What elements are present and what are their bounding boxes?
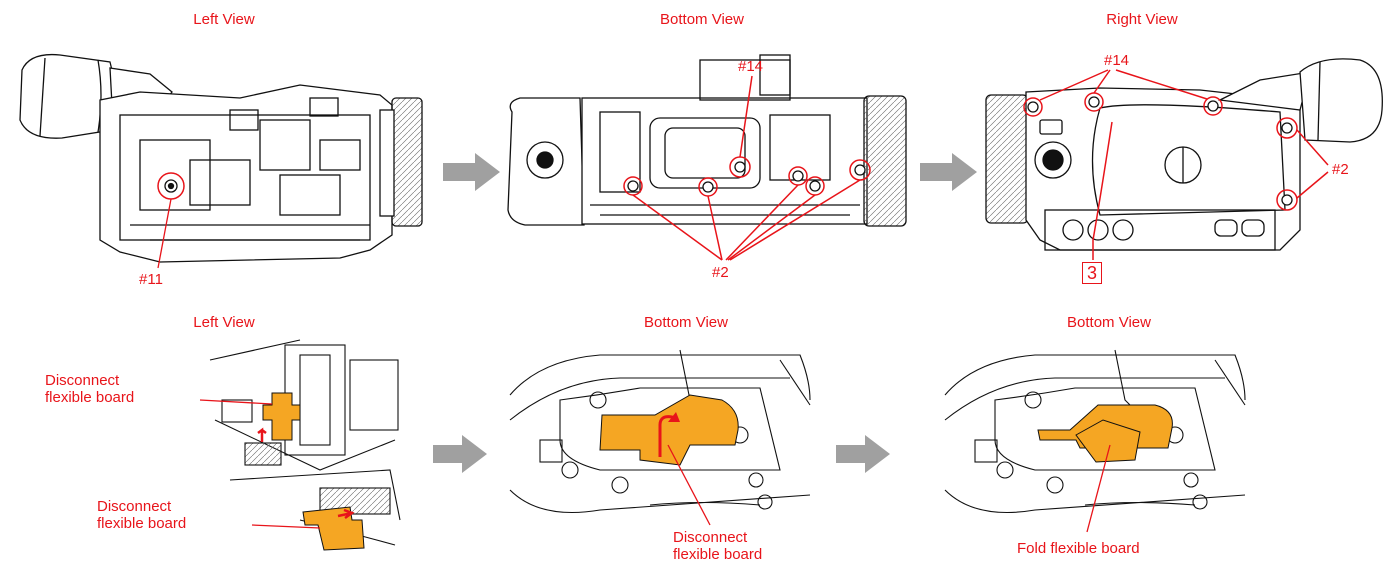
next-step-arrow-1 [443, 153, 500, 191]
step-number-box: 3 [1082, 262, 1102, 284]
screw-11-label: #11 [139, 271, 163, 288]
left-view-camera-drawing [19, 53, 423, 263]
left-detail-arrow-2 [337, 508, 355, 520]
detail-bottom-view-title-1: Bottom View [644, 314, 728, 331]
next-step-arrow-3 [433, 435, 487, 473]
bottom-view-callouts [623, 75, 871, 261]
left-detail-flex-board-1 [262, 392, 301, 441]
middle-detail-flex-board [599, 394, 739, 466]
next-step-arrow-4 [836, 435, 890, 473]
right-view-title: Right View [1106, 11, 1178, 28]
bottom-screw-2-label: #2 [712, 264, 729, 281]
left-view-title: Left View [193, 11, 255, 28]
right-screw-2-label: #2 [1332, 161, 1349, 178]
detail-left-view-title: Left View [193, 314, 255, 331]
left-disconnect-label-2: Disconnect flexible board [97, 498, 187, 532]
left-disconnect-label-1: Disconnect flexible board [45, 372, 135, 406]
bottom-view-camera-drawing [507, 54, 907, 227]
middle-detail-drawing [509, 349, 811, 513]
right-detail-drawing [944, 349, 1246, 513]
middle-detail-lift-arrow [658, 415, 677, 457]
right-view-camera-drawing [985, 58, 1383, 251]
bottom-view-title: Bottom View [660, 11, 744, 28]
bottom-screw-14-label: #14 [738, 58, 764, 75]
detail-bottom-view-title-2: Bottom View [1067, 314, 1151, 331]
right-detail-folded-flap [1075, 419, 1141, 463]
left-detail-arrow-1 [257, 427, 267, 442]
next-step-arrow-2 [920, 153, 977, 191]
screw-11-leader-line [157, 198, 172, 269]
fold-flexible-board-label: Fold flexible board [1017, 540, 1140, 557]
right-view-callouts [1023, 69, 1329, 260]
middle-disconnect-label: Disconnect flexible board [673, 529, 763, 563]
right-screw-14-label: #14 [1104, 52, 1130, 69]
